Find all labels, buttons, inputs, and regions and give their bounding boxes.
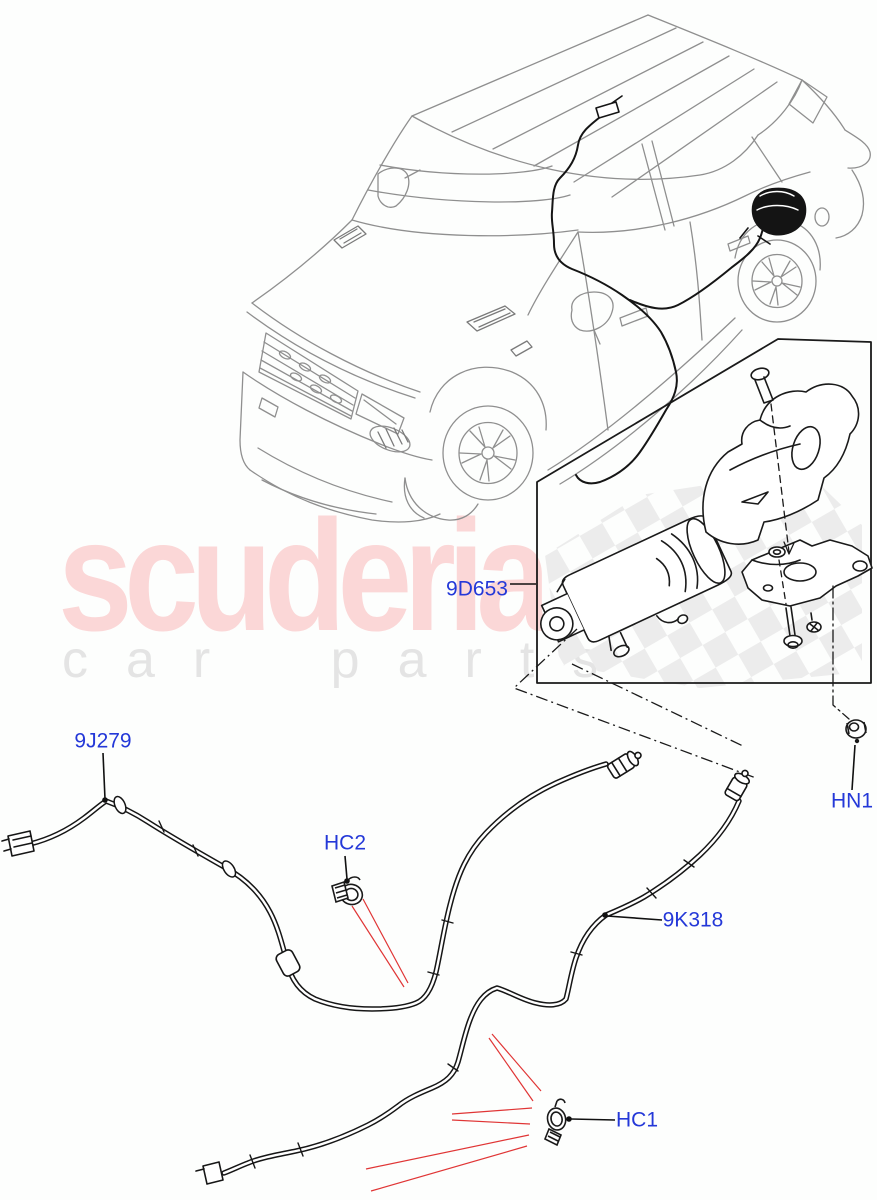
part-hn1-nut xyxy=(845,719,867,744)
part-label-9j279[interactable]: 9J279 xyxy=(74,729,132,753)
small-screw xyxy=(806,612,822,633)
part-label-hc2[interactable]: HC2 xyxy=(323,831,367,855)
part-hc1-clamp xyxy=(543,1098,567,1147)
part-9d653-canister-assembly xyxy=(536,338,873,720)
watermark-tagline: car parts xyxy=(62,631,637,689)
washer xyxy=(768,546,786,558)
part-label-hn1[interactable]: HN1 xyxy=(830,789,874,813)
red-callout-lines xyxy=(351,898,542,1192)
bracket-bolt xyxy=(750,367,774,404)
part-9k318-fuel-line xyxy=(195,769,751,1185)
canister-bracket-cover xyxy=(702,383,860,545)
part-label-9k318[interactable]: 9K318 xyxy=(662,908,724,932)
in-car-fuel-harness xyxy=(550,95,807,485)
fog-lamp xyxy=(369,425,411,453)
part-label-9d653[interactable]: 9D653 xyxy=(446,577,508,601)
in-car-canister xyxy=(739,187,807,245)
vehicle-line-art xyxy=(239,14,871,523)
charcoal-canister xyxy=(540,515,733,658)
front-wheel xyxy=(429,366,547,501)
assembly-box-frame xyxy=(536,338,872,684)
label-leader-lines xyxy=(102,583,856,1122)
mounting-stud xyxy=(783,606,803,649)
9j279-connector xyxy=(606,750,642,779)
9k318-connector xyxy=(724,769,751,802)
part-9j279-fuel-line xyxy=(1,750,642,1012)
phantom-lines xyxy=(512,628,757,779)
part-label-hc1[interactable]: HC1 xyxy=(615,1108,659,1132)
watermark-brand: scuderia xyxy=(58,488,551,664)
